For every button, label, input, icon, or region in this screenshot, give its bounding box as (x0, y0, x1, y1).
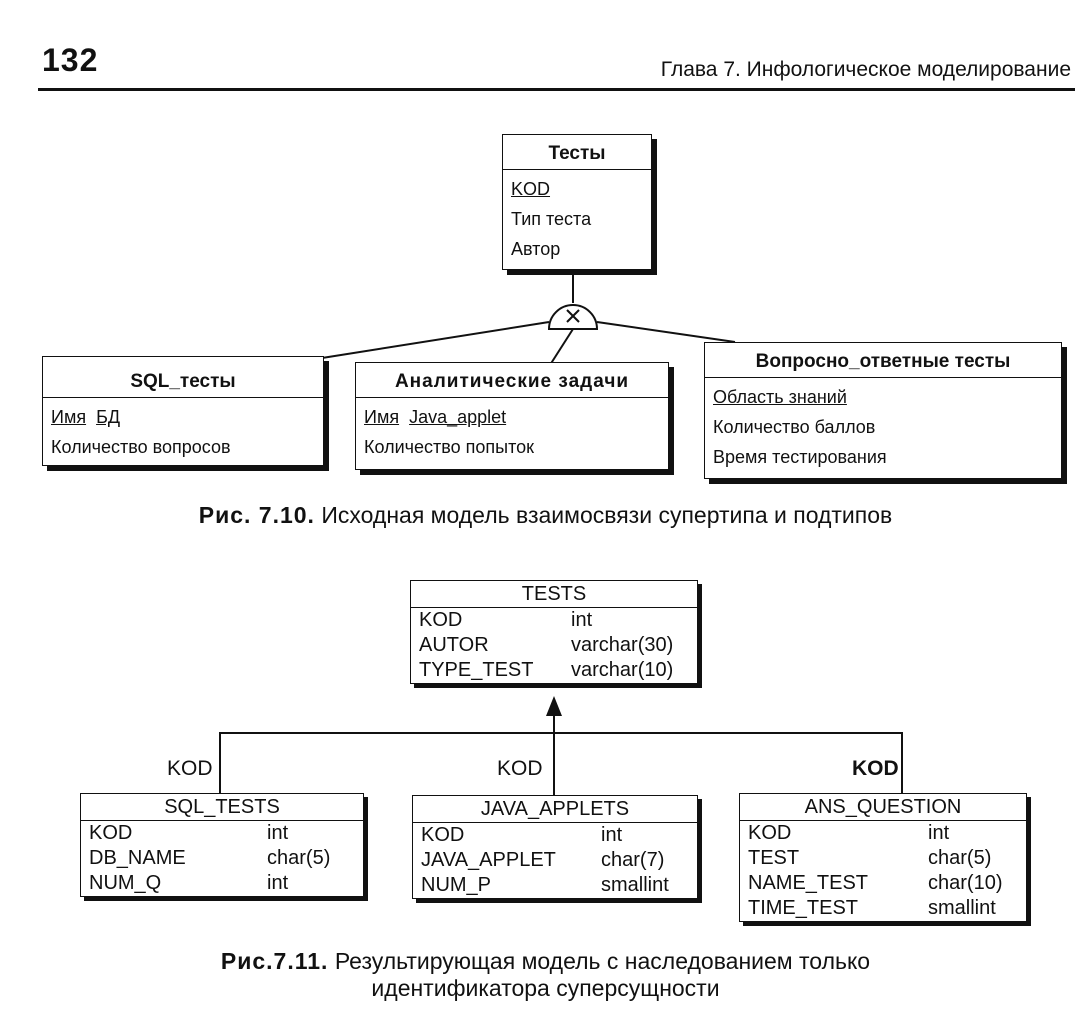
figure-caption: Рис. 7.10. Исходная модель взаимосвязи с… (0, 500, 1091, 530)
page-number: 132 (42, 42, 99, 78)
table-title: TESTS (411, 581, 697, 608)
figure-caption: Рис.7.11. Результирующая модель с наслед… (0, 946, 1091, 976)
entity-title: SQL_тесты (43, 357, 323, 398)
entity-field: Автор (511, 239, 561, 259)
link-analytic-tasks (549, 328, 574, 366)
header-rule (38, 88, 1075, 91)
entity-title: Тесты (503, 135, 651, 170)
entity-field: Тип теста (511, 209, 592, 229)
caption-text: Исходная модель взаимосвязи супертипа и … (321, 502, 893, 528)
table-title: SQL_TESTS (81, 794, 363, 821)
table-title: ANS_QUESTION (740, 794, 1026, 821)
inheritance-arrowhead (546, 696, 562, 716)
relationship-label: KOD (167, 757, 213, 780)
entity-title: Вопросно_ответные тесты (705, 343, 1061, 378)
entity-field: Количество вопросов (51, 437, 231, 457)
relationship-label: KOD (852, 757, 899, 780)
entity-field: Количество баллов (713, 417, 876, 437)
entity-title: Аналитические задачи (356, 363, 668, 398)
figure-caption-line2: идентификатора суперсущности (371, 975, 720, 1001)
caption-text: Результирующая модель с наследованием то… (334, 948, 871, 974)
entity-subtype-qa-tests: Вопросно_ответные тесты Область знаний К… (704, 342, 1062, 479)
exclusion-cross-2 (566, 309, 580, 323)
caption-label: Рис.7.11. (220, 948, 329, 974)
caption-label: Рис. 7.10. (198, 502, 315, 528)
link-qa-tests (596, 321, 736, 343)
entity-key-field: KOD (511, 179, 551, 199)
entity-supertype-tests: Тесты KOD Тип теста Автор (502, 134, 652, 270)
fk-line-sql-tests (219, 732, 903, 795)
table-title: JAVA_APPLETS (413, 796, 697, 823)
running-head: Глава 7. Инфологическое моделирование (660, 58, 1071, 81)
relationship-label: KOD (497, 757, 543, 780)
entity-key-field: Область знаний (713, 387, 847, 407)
link-sql-tests (321, 321, 550, 359)
entity-field: Время тестирования (713, 447, 887, 467)
entity-field: Количество попыток (364, 437, 535, 457)
